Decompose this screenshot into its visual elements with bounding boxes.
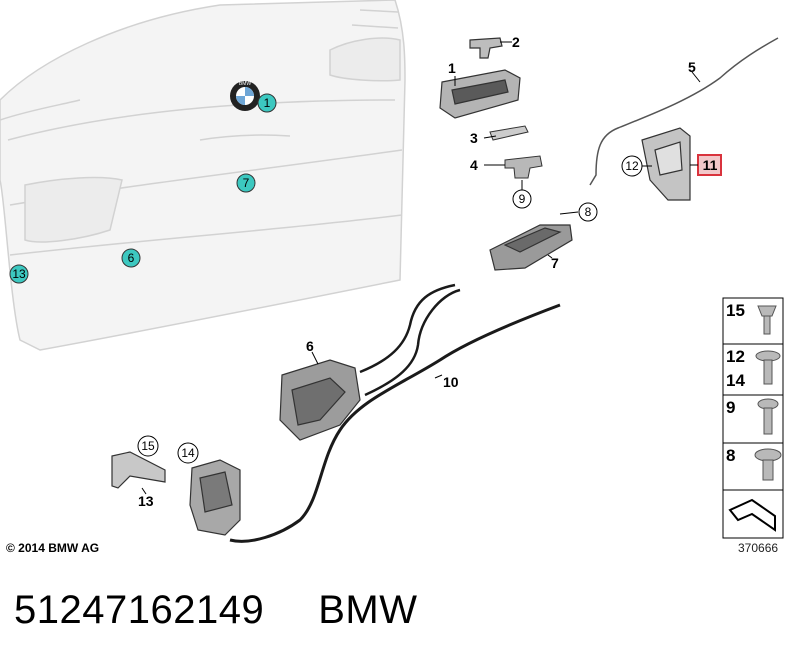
copyright-text: © 2014 BMW AG — [6, 541, 100, 555]
svg-text:14: 14 — [181, 446, 195, 460]
svg-text:12: 12 — [726, 347, 745, 366]
part-14-latch — [189, 459, 241, 536]
callout-12: 12 — [621, 155, 643, 177]
callout-11-highlight: 11 — [697, 154, 722, 176]
callout-15-diagram: 15 — [137, 435, 159, 457]
cable-harness — [359, 283, 461, 397]
tailgate-body — [0, 0, 406, 351]
svg-text:9: 9 — [519, 192, 526, 206]
svg-text:8: 8 — [585, 205, 592, 219]
diagram-number: 370666 — [738, 541, 779, 555]
brand-name: BMW — [318, 588, 418, 632]
svg-text:BMW: BMW — [239, 81, 252, 87]
svg-text:1: 1 — [264, 96, 271, 110]
bmw-logo: BMW — [230, 81, 260, 111]
screw-9-icon — [757, 398, 779, 435]
part-10-cable — [229, 303, 561, 543]
callout-teal-6: 6 — [121, 248, 141, 268]
svg-text:4: 4 — [470, 157, 478, 173]
arrow-icon — [728, 498, 776, 532]
svg-text:6: 6 — [128, 251, 135, 265]
callout-teal-1: 1 — [257, 93, 277, 113]
svg-text:8: 8 — [726, 446, 735, 465]
svg-text:9: 9 — [726, 398, 735, 417]
svg-text:12: 12 — [625, 159, 639, 173]
fastener-legend: 15 12 14 9 8 — [722, 297, 784, 539]
part-5-cable — [589, 37, 779, 186]
part-13-bracket — [111, 451, 166, 489]
part-11-bracket — [641, 127, 691, 201]
part-7-actuator — [489, 224, 573, 271]
svg-text:11: 11 — [703, 157, 718, 173]
svg-text:15: 15 — [141, 439, 155, 453]
footer-line: 51247162149 BMW — [14, 588, 417, 633]
svg-text:13: 13 — [138, 493, 154, 509]
svg-text:1: 1 — [448, 60, 456, 76]
part-3-clip — [489, 125, 529, 141]
part-2-bracket — [469, 37, 503, 59]
svg-text:2: 2 — [512, 34, 520, 50]
svg-text:13: 13 — [12, 267, 26, 281]
callout-teal-13: 13 — [9, 264, 29, 284]
svg-text:5: 5 — [688, 59, 696, 75]
part-4-holder — [504, 155, 543, 179]
parts-diagram: BMW 1 7 6 13 2 1 3 4 9 — [0, 0, 784, 543]
svg-text:10: 10 — [443, 374, 459, 390]
svg-text:15: 15 — [726, 301, 745, 320]
part-6-lock — [279, 359, 361, 441]
callout-14-diagram: 14 — [177, 442, 199, 464]
svg-text:6: 6 — [306, 338, 314, 354]
screw-15-icon — [757, 305, 777, 335]
callout-teal-7: 7 — [236, 173, 256, 193]
svg-text:3: 3 — [470, 130, 478, 146]
svg-text:7: 7 — [243, 176, 250, 190]
svg-text:7: 7 — [551, 255, 559, 271]
callout-9: 9 — [512, 189, 532, 209]
part-1-switch — [439, 69, 521, 119]
screw-8-icon — [754, 448, 782, 481]
callout-8: 8 — [578, 202, 598, 222]
part-number: 51247162149 — [14, 588, 265, 632]
screw-12-14-icon — [755, 350, 781, 385]
svg-text:14: 14 — [726, 371, 745, 390]
